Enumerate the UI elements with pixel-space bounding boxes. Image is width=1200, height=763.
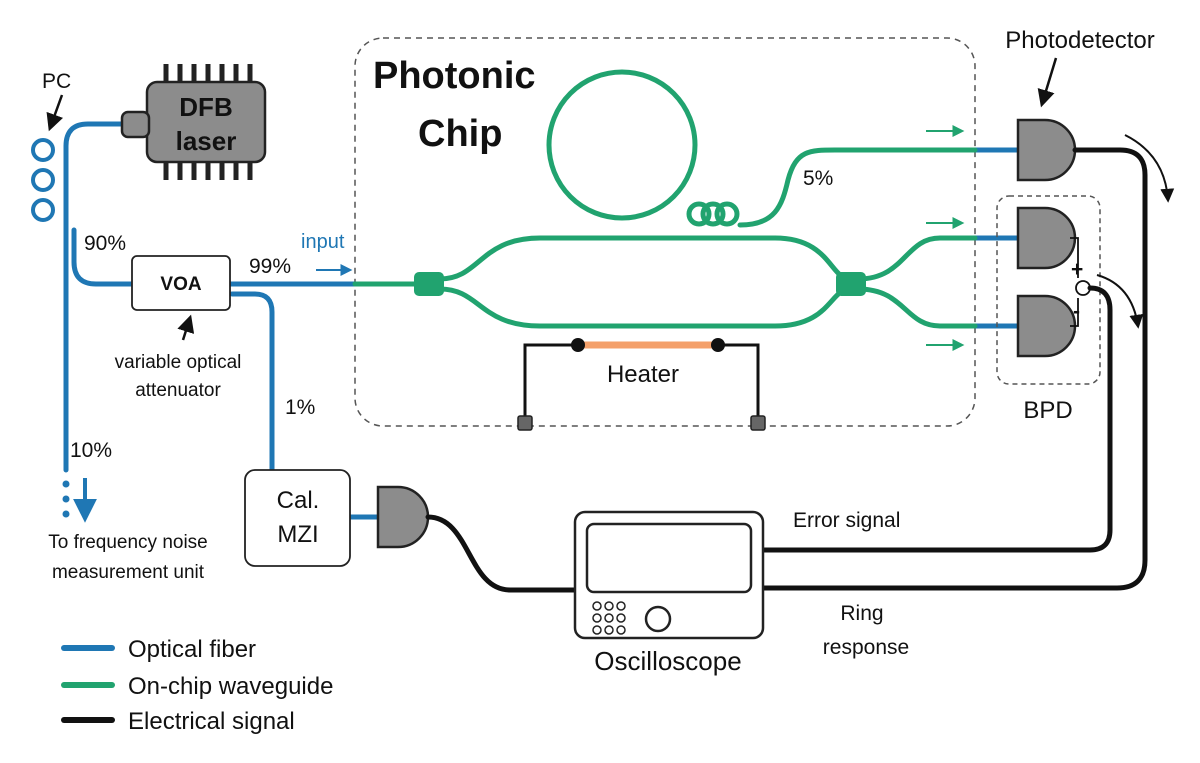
input-label: input bbox=[301, 231, 345, 253]
on-chip-waveguides bbox=[352, 69, 978, 329]
photonic-chip-title-line1: Photonic bbox=[373, 55, 536, 97]
voa-description-line2: attenuator bbox=[135, 380, 221, 401]
bpd-plus-label: + bbox=[1071, 258, 1083, 281]
waveguide-output-bottom bbox=[855, 286, 978, 329]
photodetector bbox=[1016, 118, 1077, 182]
dfb-laser-label-line2: laser bbox=[176, 126, 237, 156]
mzi-output-coupler bbox=[836, 272, 866, 296]
mzi-input-coupler bbox=[414, 272, 444, 296]
fiber-1-to-mzi bbox=[229, 291, 275, 473]
legend: Optical fiber On-chip waveguide Electric… bbox=[61, 636, 333, 735]
cal-mzi-box bbox=[244, 469, 351, 567]
split-99-label: 99% bbox=[249, 255, 291, 278]
freq-noise-output-dots bbox=[62, 480, 70, 518]
mzi-photodetector bbox=[376, 485, 430, 549]
oscilloscope: Oscilloscope bbox=[573, 510, 765, 676]
heater-electrode-left bbox=[523, 343, 578, 420]
drop-5-label: 5% bbox=[803, 167, 833, 190]
freq-noise-label-line1: To frequency noise bbox=[48, 532, 208, 553]
voa-pointer-arrow bbox=[177, 314, 195, 341]
bpd-detector-top bbox=[1016, 206, 1077, 270]
wire-mzi-to-oscilloscope bbox=[425, 514, 578, 593]
polarization-controller bbox=[31, 138, 55, 222]
dfb-laser-port bbox=[120, 110, 151, 139]
pc-pointer-arrow bbox=[46, 94, 64, 132]
wire-ring-response bbox=[759, 147, 1148, 591]
bpd-minus-label: - bbox=[1073, 300, 1080, 323]
oscilloscope-knob bbox=[644, 605, 672, 633]
cal-mzi-label-line2: MZI bbox=[277, 521, 318, 548]
waveguide-output-top bbox=[855, 235, 978, 282]
error-signal-label: Error signal bbox=[793, 509, 900, 532]
split-10-label: 10% bbox=[70, 439, 112, 462]
dfb-laser: DFB laser bbox=[120, 64, 267, 180]
pc-label: PC bbox=[42, 70, 71, 93]
bpd-label: BPD bbox=[1023, 397, 1072, 424]
ring-resonator bbox=[546, 69, 698, 221]
voa-box bbox=[131, 255, 231, 311]
ring-response-label-line2: response bbox=[823, 636, 909, 659]
voa-description-line1: variable optical bbox=[115, 352, 242, 373]
ring-response-label-line1: Ring bbox=[840, 602, 883, 625]
voa-label: VOA bbox=[160, 274, 201, 295]
fiber-laser-to-splitter bbox=[63, 121, 126, 473]
electrical-signals bbox=[425, 147, 1148, 593]
split-1-label: 1% bbox=[285, 396, 315, 419]
heater: Heater bbox=[517, 338, 766, 431]
photonic-chip-title-line2: Chip bbox=[418, 113, 502, 155]
ring-response-flow-arrow bbox=[1124, 134, 1175, 203]
bpd-detector-bottom bbox=[1016, 294, 1077, 358]
heater-label: Heater bbox=[607, 361, 679, 388]
wire-error-signal bbox=[759, 285, 1113, 553]
bpd-combine-wire bbox=[1070, 237, 1079, 327]
waveguide-drop-port bbox=[737, 147, 978, 228]
heater-pad-left bbox=[517, 415, 533, 431]
fiber-90-to-voa bbox=[71, 227, 135, 287]
waveguide-mzi-upper-arm bbox=[437, 235, 853, 282]
photonic-chip-boundary bbox=[354, 37, 976, 427]
legend-label-fiber: Optical fiber bbox=[128, 636, 256, 663]
split-90-label: 90% bbox=[84, 232, 126, 255]
oscilloscope-label: Oscilloscope bbox=[594, 646, 741, 676]
bpd-boundary bbox=[996, 195, 1101, 385]
heater-pad-right bbox=[750, 415, 766, 431]
error-signal-flow-arrow bbox=[1096, 274, 1144, 329]
legend-label-waveguide: On-chip waveguide bbox=[128, 673, 333, 700]
photodetector-label: Photodetector bbox=[1005, 27, 1154, 54]
freq-noise-label-line2: measurement unit bbox=[52, 562, 205, 583]
dfb-laser-pins bbox=[163, 64, 253, 180]
oscilloscope-buttons bbox=[592, 601, 626, 635]
dfb-laser-label-line1: DFB bbox=[179, 92, 232, 122]
optical-fibers bbox=[63, 121, 1021, 520]
legend-label-electrical: Electrical signal bbox=[128, 708, 295, 735]
heater-electrode-right bbox=[718, 343, 760, 420]
waveguide-mzi-lower-arm bbox=[437, 286, 853, 329]
cal-mzi-label-line1: Cal. bbox=[277, 487, 320, 514]
oscilloscope-screen bbox=[585, 522, 753, 594]
photodetector-pointer-arrow bbox=[1037, 57, 1058, 108]
